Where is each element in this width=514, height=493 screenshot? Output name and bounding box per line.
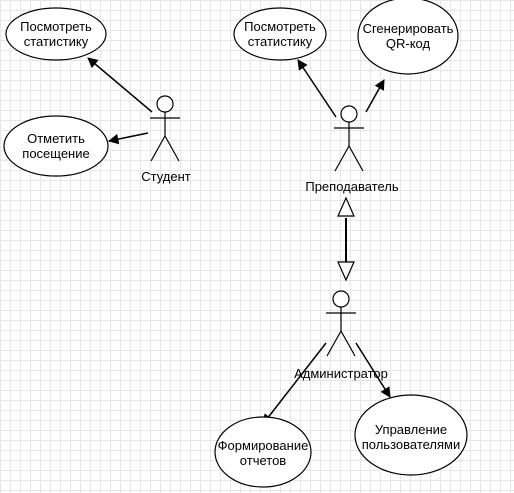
use-case-user-mgmt-label: Управление пользователями (362, 422, 461, 452)
use-case-teacher-view-stats-label: Посмотреть статистику (244, 19, 316, 49)
actor-teacher-label: Преподаватель (305, 179, 399, 194)
assoc-student-view-stats (87, 57, 153, 113)
actor-admin-figure[interactable] (326, 290, 356, 357)
use-case-mark-attendance[interactable] (3, 115, 109, 177)
label-line: Управление (374, 422, 448, 437)
label-line: статистику (247, 34, 313, 49)
assoc-admin-user-mgmt (355, 342, 391, 398)
label-line: посещение (22, 146, 90, 161)
actor-student-figure[interactable] (150, 95, 180, 162)
label-line: отчетов (239, 453, 287, 468)
generalization-admin-teacher (337, 196, 355, 282)
assoc-teacher-generate-qr (365, 79, 385, 113)
label-line: QR-код (385, 36, 431, 51)
label-line: пользователями (361, 437, 461, 452)
actor-admin-label: Администратор (294, 366, 388, 381)
label-line: Отметить (27, 131, 85, 146)
assoc-student-mark-attendance (107, 132, 149, 145)
label-line: Посмотреть (244, 19, 316, 34)
actor-teacher-figure[interactable] (334, 105, 364, 172)
label-line: Сгенерировать (362, 21, 454, 36)
use-case-generate-qr[interactable] (357, 0, 459, 75)
assoc-admin-reports (262, 342, 327, 425)
use-case-reports-label: Формирование отчетов (218, 438, 309, 468)
actor-student-label: Студент (141, 169, 191, 184)
use-case-generate-qr-label: Сгенерировать QR-код (363, 21, 454, 51)
label-line: статистику (23, 34, 89, 49)
use-case-mark-attendance-label: Отметить посещение (22, 131, 89, 161)
assoc-teacher-view-stats (297, 59, 337, 118)
label-line: Формирование (217, 438, 309, 453)
label-line: Посмотреть (20, 19, 92, 34)
use-case-teacher-view-stats[interactable] (233, 7, 327, 61)
use-case-student-view-stats-label: Посмотреть статистику (20, 19, 92, 49)
use-case-user-mgmt[interactable] (354, 394, 468, 476)
use-case-student-view-stats[interactable] (5, 7, 107, 61)
use-case-reports[interactable] (214, 416, 312, 488)
